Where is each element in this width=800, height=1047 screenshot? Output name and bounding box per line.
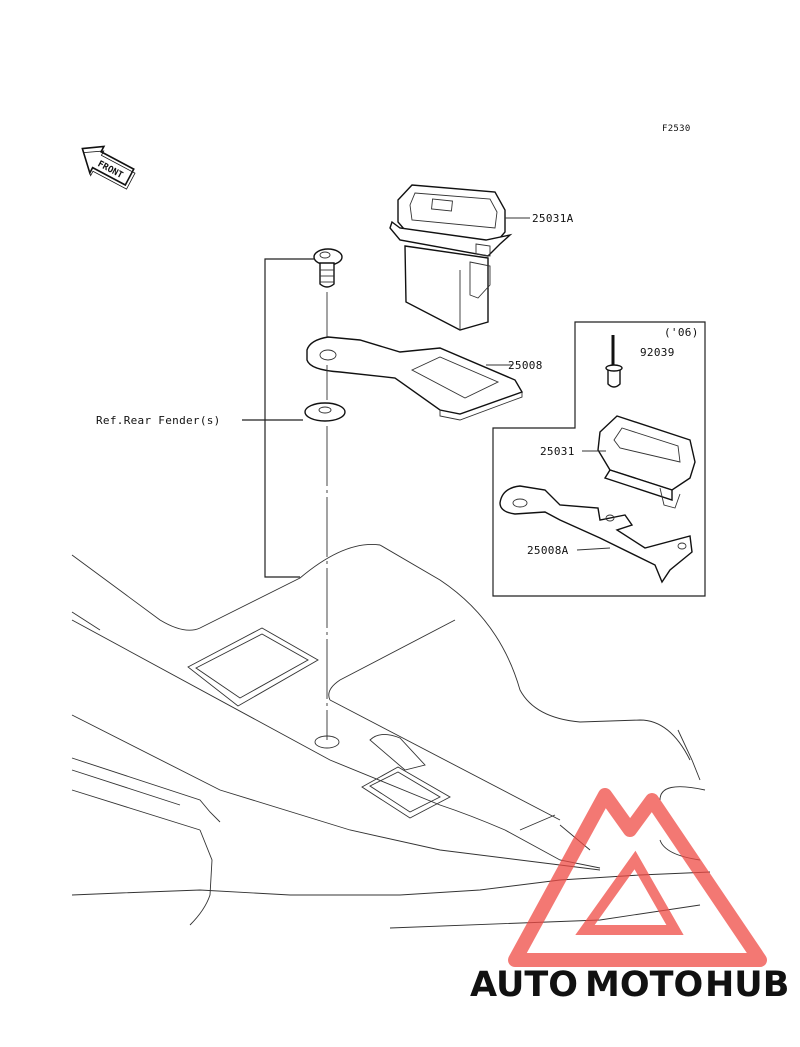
automotohub-logo-icon (508, 788, 767, 967)
inset-year-label: ('06) (664, 326, 699, 339)
watermark-auto: AUTO (470, 965, 578, 1005)
callout-25008: 25008 (508, 359, 543, 372)
front-arrow-icon: FRONT (81, 145, 136, 190)
rear-fender (71, 543, 711, 929)
hour-meter-main (389, 184, 513, 331)
bracket-main (306, 336, 524, 421)
watermark-wordmark: AUTO MOTO HUB (470, 965, 789, 1005)
fender-slot-rear (361, 766, 451, 819)
hour-meter-inset (597, 415, 696, 509)
bracket-inset (499, 485, 693, 584)
callout-25008A: 25008A (527, 544, 569, 557)
callout-92039: 92039 (640, 346, 675, 359)
fender-slot-front (187, 627, 319, 707)
fender-mount-hole (314, 735, 340, 749)
callout-25031A: 25031A (532, 212, 574, 225)
watermark-moto: MOTO (585, 965, 703, 1005)
watermark-hub: HUB (705, 965, 789, 1005)
figure-code: F2530 (662, 124, 691, 134)
callout-25031: 25031 (540, 445, 575, 458)
ref-rear-fender-note: Ref.Rear Fender(s) (96, 414, 221, 427)
washer-part (304, 402, 346, 422)
screw-part (313, 248, 343, 288)
rivet-part (605, 335, 623, 388)
